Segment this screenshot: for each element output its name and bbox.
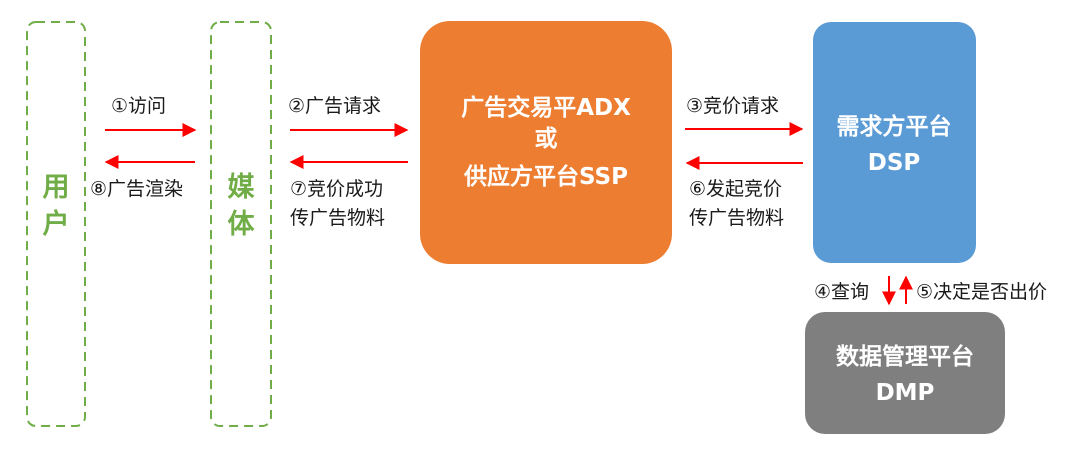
step-6-label-line1: ⑥发起竞价: [689, 178, 782, 200]
step-7-label-line1: ⑦竞价成功: [290, 178, 383, 200]
step-8-label: ⑧广告渲染: [90, 178, 183, 200]
step-6-label-line2: 传广告物料: [689, 207, 784, 229]
user-label-2: 户: [43, 208, 70, 240]
step-7-label-line2: 传广告物料: [290, 207, 385, 229]
step-2-label: ②广告请求: [288, 95, 381, 117]
adx-title-line2: 或: [535, 126, 558, 152]
user-label-1: 用: [43, 172, 70, 203]
user-entity: 用 户: [26, 21, 86, 427]
user-box: [26, 21, 86, 427]
step-4-label: ④查询: [814, 281, 869, 303]
adx-ssp-node: 广告交易平ADX 或 供应方平台SSP: [420, 21, 672, 264]
step-1-label: ①访问: [111, 95, 166, 117]
step-5-label: ⑤决定是否出价: [916, 281, 1047, 303]
adx-title-line3: 供应方平台SSP: [463, 163, 628, 190]
adx-title-line1: 广告交易平ADX: [461, 94, 631, 121]
dsp-box: [813, 22, 976, 263]
media-label-1: 媒: [228, 171, 256, 203]
dsp-node: 需求方平台 DSP: [813, 22, 976, 263]
dmp-box: [805, 312, 1005, 434]
dsp-title-line1: 需求方平台: [837, 113, 952, 140]
dmp-title-line1: 数据管理平台: [836, 343, 974, 370]
media-box: [210, 21, 272, 427]
step-3-label: ③竞价请求: [686, 95, 779, 117]
dmp-node: 数据管理平台 DMP: [805, 312, 1005, 434]
media-label-2: 体: [228, 209, 256, 240]
dmp-title-line2: DMP: [876, 380, 935, 406]
dsp-title-line2: DSP: [868, 150, 921, 176]
adx-box: [420, 21, 672, 264]
media-entity: 媒 体: [210, 21, 272, 427]
